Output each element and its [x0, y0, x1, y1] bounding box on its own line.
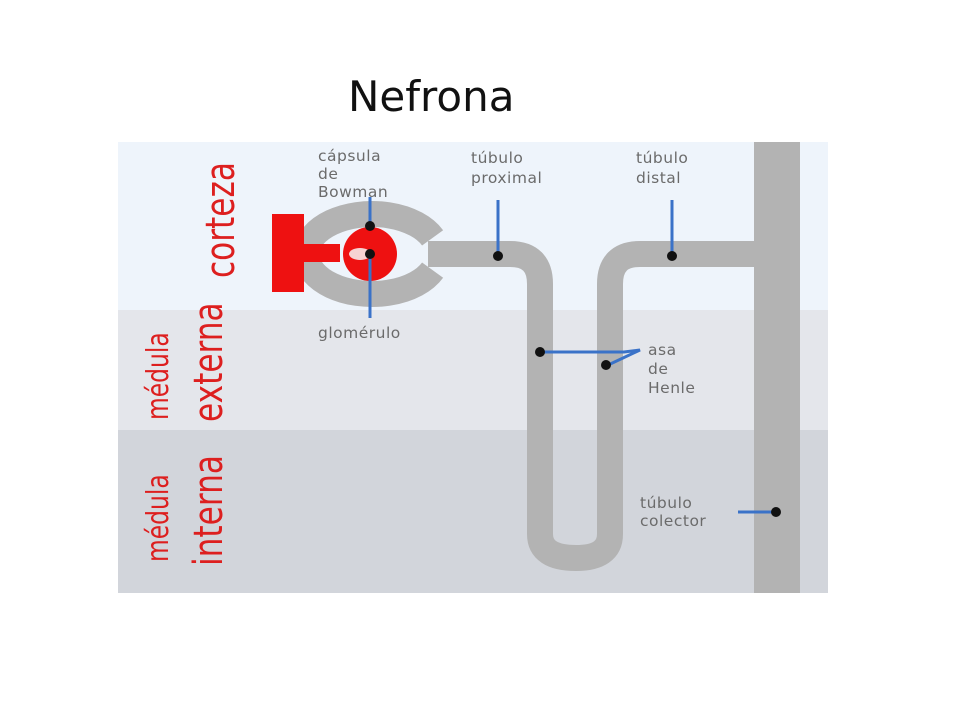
- cortex-zone: [118, 142, 828, 310]
- label-asa-line2: de: [648, 360, 668, 378]
- zone-label-medula-interna-1: médula: [141, 474, 176, 562]
- label-distal-line2: distal: [636, 169, 681, 187]
- page-title: Nefrona: [348, 72, 515, 121]
- dot-distal: [667, 251, 677, 261]
- dot-glomerulo: [365, 249, 375, 259]
- label-capsula-line1: cápsula: [318, 147, 381, 165]
- label-capsula-line2: de: [318, 165, 338, 183]
- dot-capsule: [365, 221, 375, 231]
- collecting-duct: [754, 142, 800, 593]
- zone-label-medula-externa-2: externa: [186, 302, 232, 422]
- dot-asa-ascending: [601, 360, 611, 370]
- zone-label-medula-interna-2: interna: [186, 455, 232, 566]
- pointer-asa-henle: [540, 348, 641, 368]
- nephron-tubule: [428, 241, 756, 571]
- label-proximal-line1: túbulo: [471, 149, 523, 167]
- outer-medulla-zone: [118, 310, 828, 430]
- label-distal-line1: túbulo: [636, 149, 688, 167]
- zone-label-corteza: corteza: [198, 162, 244, 278]
- dot-proximal: [493, 251, 503, 261]
- label-asa-line1: asa: [648, 341, 677, 359]
- zone-label-medula-externa-1: médula: [141, 332, 176, 420]
- dot-colector: [771, 507, 781, 517]
- label-asa-line3: Henle: [648, 379, 695, 397]
- label-colector-line1: túbulo: [640, 494, 692, 512]
- label-colector-line2: colector: [640, 512, 706, 530]
- label-proximal-line2: proximal: [471, 169, 542, 187]
- label-capsula-line3: Bowman: [318, 183, 388, 201]
- dot-asa-descending: [535, 347, 545, 357]
- inner-medulla-zone: [118, 430, 828, 593]
- label-glomerulo: glomérulo: [318, 324, 401, 342]
